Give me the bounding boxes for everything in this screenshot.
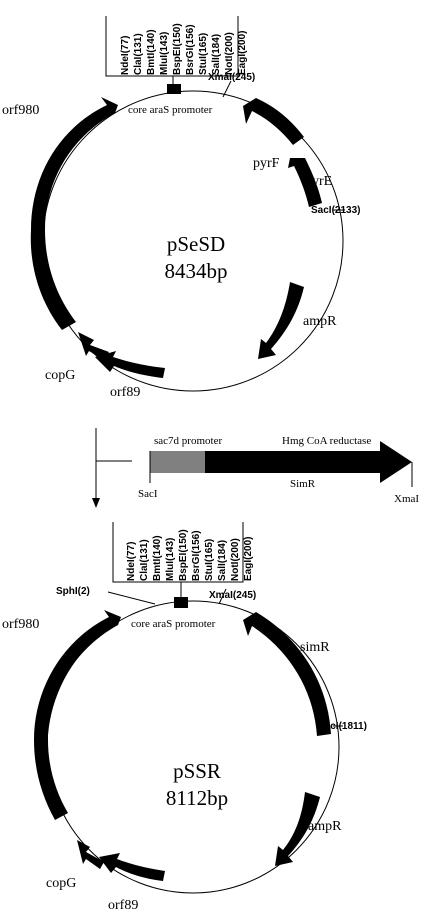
pssr-name: pSSR [173, 759, 221, 783]
insert-gene-description: Hmg CoA reductase [282, 435, 371, 447]
psesd-site-label: EagI(200) [237, 31, 248, 75]
pssr-promoter-box [174, 597, 188, 608]
insert-gene-label: SimR [290, 478, 316, 490]
pssr-orf89-label: orf89 [108, 898, 138, 913]
psesd-site-label: BsrGI(156) [185, 24, 196, 75]
psesd-size: 8434bp [165, 259, 228, 283]
psesd-xmai-label: XmaI(245) [208, 72, 255, 83]
process-arrow-head [92, 498, 100, 508]
pssr-ampr-arrow [275, 792, 320, 866]
psesd-orf89-arrow [95, 351, 165, 378]
insert-promoter-label: sac7d promoter [154, 435, 222, 447]
pssr-site-bracket [112, 522, 244, 583]
insert-saci-label: SacI [138, 488, 158, 500]
pssr-site-label: BsrGI(156) [191, 530, 202, 581]
psesd-saci-label: SacI(2133) [311, 205, 360, 216]
pssr-orf980-arrow [34, 610, 121, 820]
insert-xmai-label: XmaI [394, 493, 419, 505]
insert-simr-arrow [205, 441, 412, 483]
pssr-orf980-label: orf980 [2, 617, 39, 632]
psesd-orf89-label: orf89 [110, 385, 140, 400]
psesd-name: pSeSD [167, 232, 225, 256]
pssr-site-label: MluI(143) [165, 538, 176, 581]
psesd-pyre-label: pyrE [305, 174, 332, 189]
psesd-site-label: NotI(200) [224, 32, 235, 75]
pssr-simr-arrow [243, 612, 331, 736]
pssr-size: 8112bp [166, 786, 228, 810]
psesd-orf980-label: orf980 [2, 103, 39, 118]
pssr-site-label: SalI(184) [217, 540, 228, 581]
psesd-site-label: MluI(143) [159, 32, 170, 75]
pssr-site-label: NotI(200) [230, 538, 241, 581]
pssr-copg-arrow [77, 840, 104, 869]
psesd-copg-label: copG [45, 368, 75, 383]
psesd-ampr-label: ampR [303, 314, 337, 329]
pssr-site-label: BspEI(150) [178, 529, 189, 581]
pssr-site-label: ClaI(131) [139, 539, 150, 581]
pssr-orf89-arrow [99, 853, 165, 881]
pssr-promoter-label: core araS promoter [131, 618, 216, 630]
psesd-copg-arrow [78, 332, 109, 360]
psesd-site-label: StuI(165) [198, 33, 209, 75]
psesd-pyrf-label: pyrF [253, 156, 280, 171]
pssr-site-list: NdeI(77) ClaI(131) BmtI(140) MluI(143) B… [126, 529, 254, 581]
psesd-site-list: NdeI(77) ClaI(131) BmtI(140) MluI(143) B… [120, 23, 248, 75]
pssr-site-label: EagI(200) [243, 537, 254, 581]
pssr-simr-label: simR [300, 640, 330, 655]
psesd-site-bracket [105, 16, 239, 77]
psesd-promoter-box [167, 84, 181, 94]
psesd-orf980-arrow [30, 97, 119, 330]
pssr-site-label: NdeI(77) [126, 542, 137, 581]
pssr-saci-label: SacI(1811) [318, 721, 367, 732]
psesd-site-label: BspEI(150) [172, 23, 183, 75]
psesd-site-label: NdeI(77) [120, 36, 131, 75]
psesd-site-label: BmtI(140) [146, 29, 157, 75]
pssr-sphi-label: SphI(2) [56, 586, 90, 597]
psesd-ampr-arrow [258, 282, 304, 359]
psesd-site-label: ClaI(131) [133, 33, 144, 75]
pssr-copg-label: copG [46, 876, 76, 891]
pssr-site-label: StuI(165) [204, 539, 215, 581]
cloning-step: sac7d promoter Hmg CoA reductase SimR Sa… [92, 428, 419, 508]
psesd-site-label: SalI(184) [211, 34, 222, 75]
pssr-backbone [46, 600, 340, 894]
pssr-xmai-label: XmaI(245) [209, 590, 256, 601]
psesd-pyrf-arrow [243, 98, 304, 145]
pssr-site-label: BmtI(140) [152, 535, 163, 581]
plasmid-pssr: NdeI(77) ClaI(131) BmtI(140) MluI(143) B… [2, 522, 367, 913]
psesd-promoter-label: core araS promoter [128, 104, 213, 116]
insert-promoter-block [150, 451, 205, 473]
plasmid-psesd: NdeI(77) ClaI(131) BmtI(140) MluI(143) B… [2, 16, 360, 400]
psesd-pyre-arrow [288, 158, 322, 207]
pssr-ampr-label: ampR [308, 819, 342, 834]
